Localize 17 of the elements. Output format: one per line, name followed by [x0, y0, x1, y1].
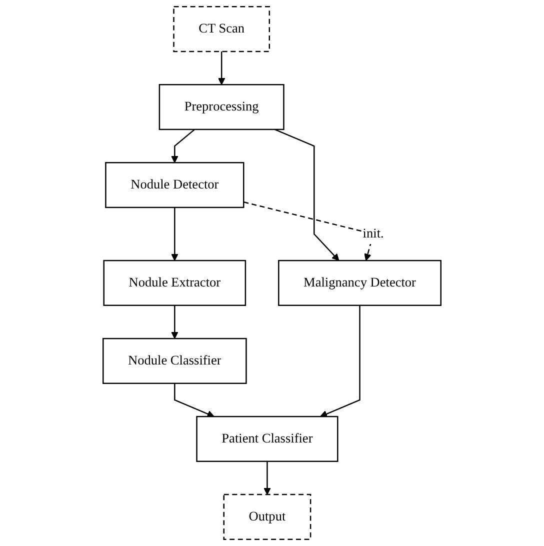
node-box: Patient Classifier: [196, 416, 338, 462]
arrow: [264, 461, 271, 495]
arrow: [171, 128, 196, 163]
arrow: [171, 305, 178, 339]
node-box: Malignancy Detector: [278, 260, 442, 306]
node-box: Nodule Detector: [105, 162, 244, 208]
edge-label: init.: [362, 226, 384, 241]
node-box: Nodule Classifier: [102, 338, 247, 384]
node-box: Nodule Extractor: [103, 260, 246, 306]
node-box: Preprocessing: [158, 84, 284, 130]
node-box: Output: [223, 494, 312, 540]
arrow: [171, 207, 178, 261]
arrow: [320, 305, 360, 418]
arrow: [218, 51, 226, 85]
arrow: [274, 128, 340, 261]
arrow: [174, 383, 214, 418]
node-box: CT Scan: [173, 6, 270, 52]
